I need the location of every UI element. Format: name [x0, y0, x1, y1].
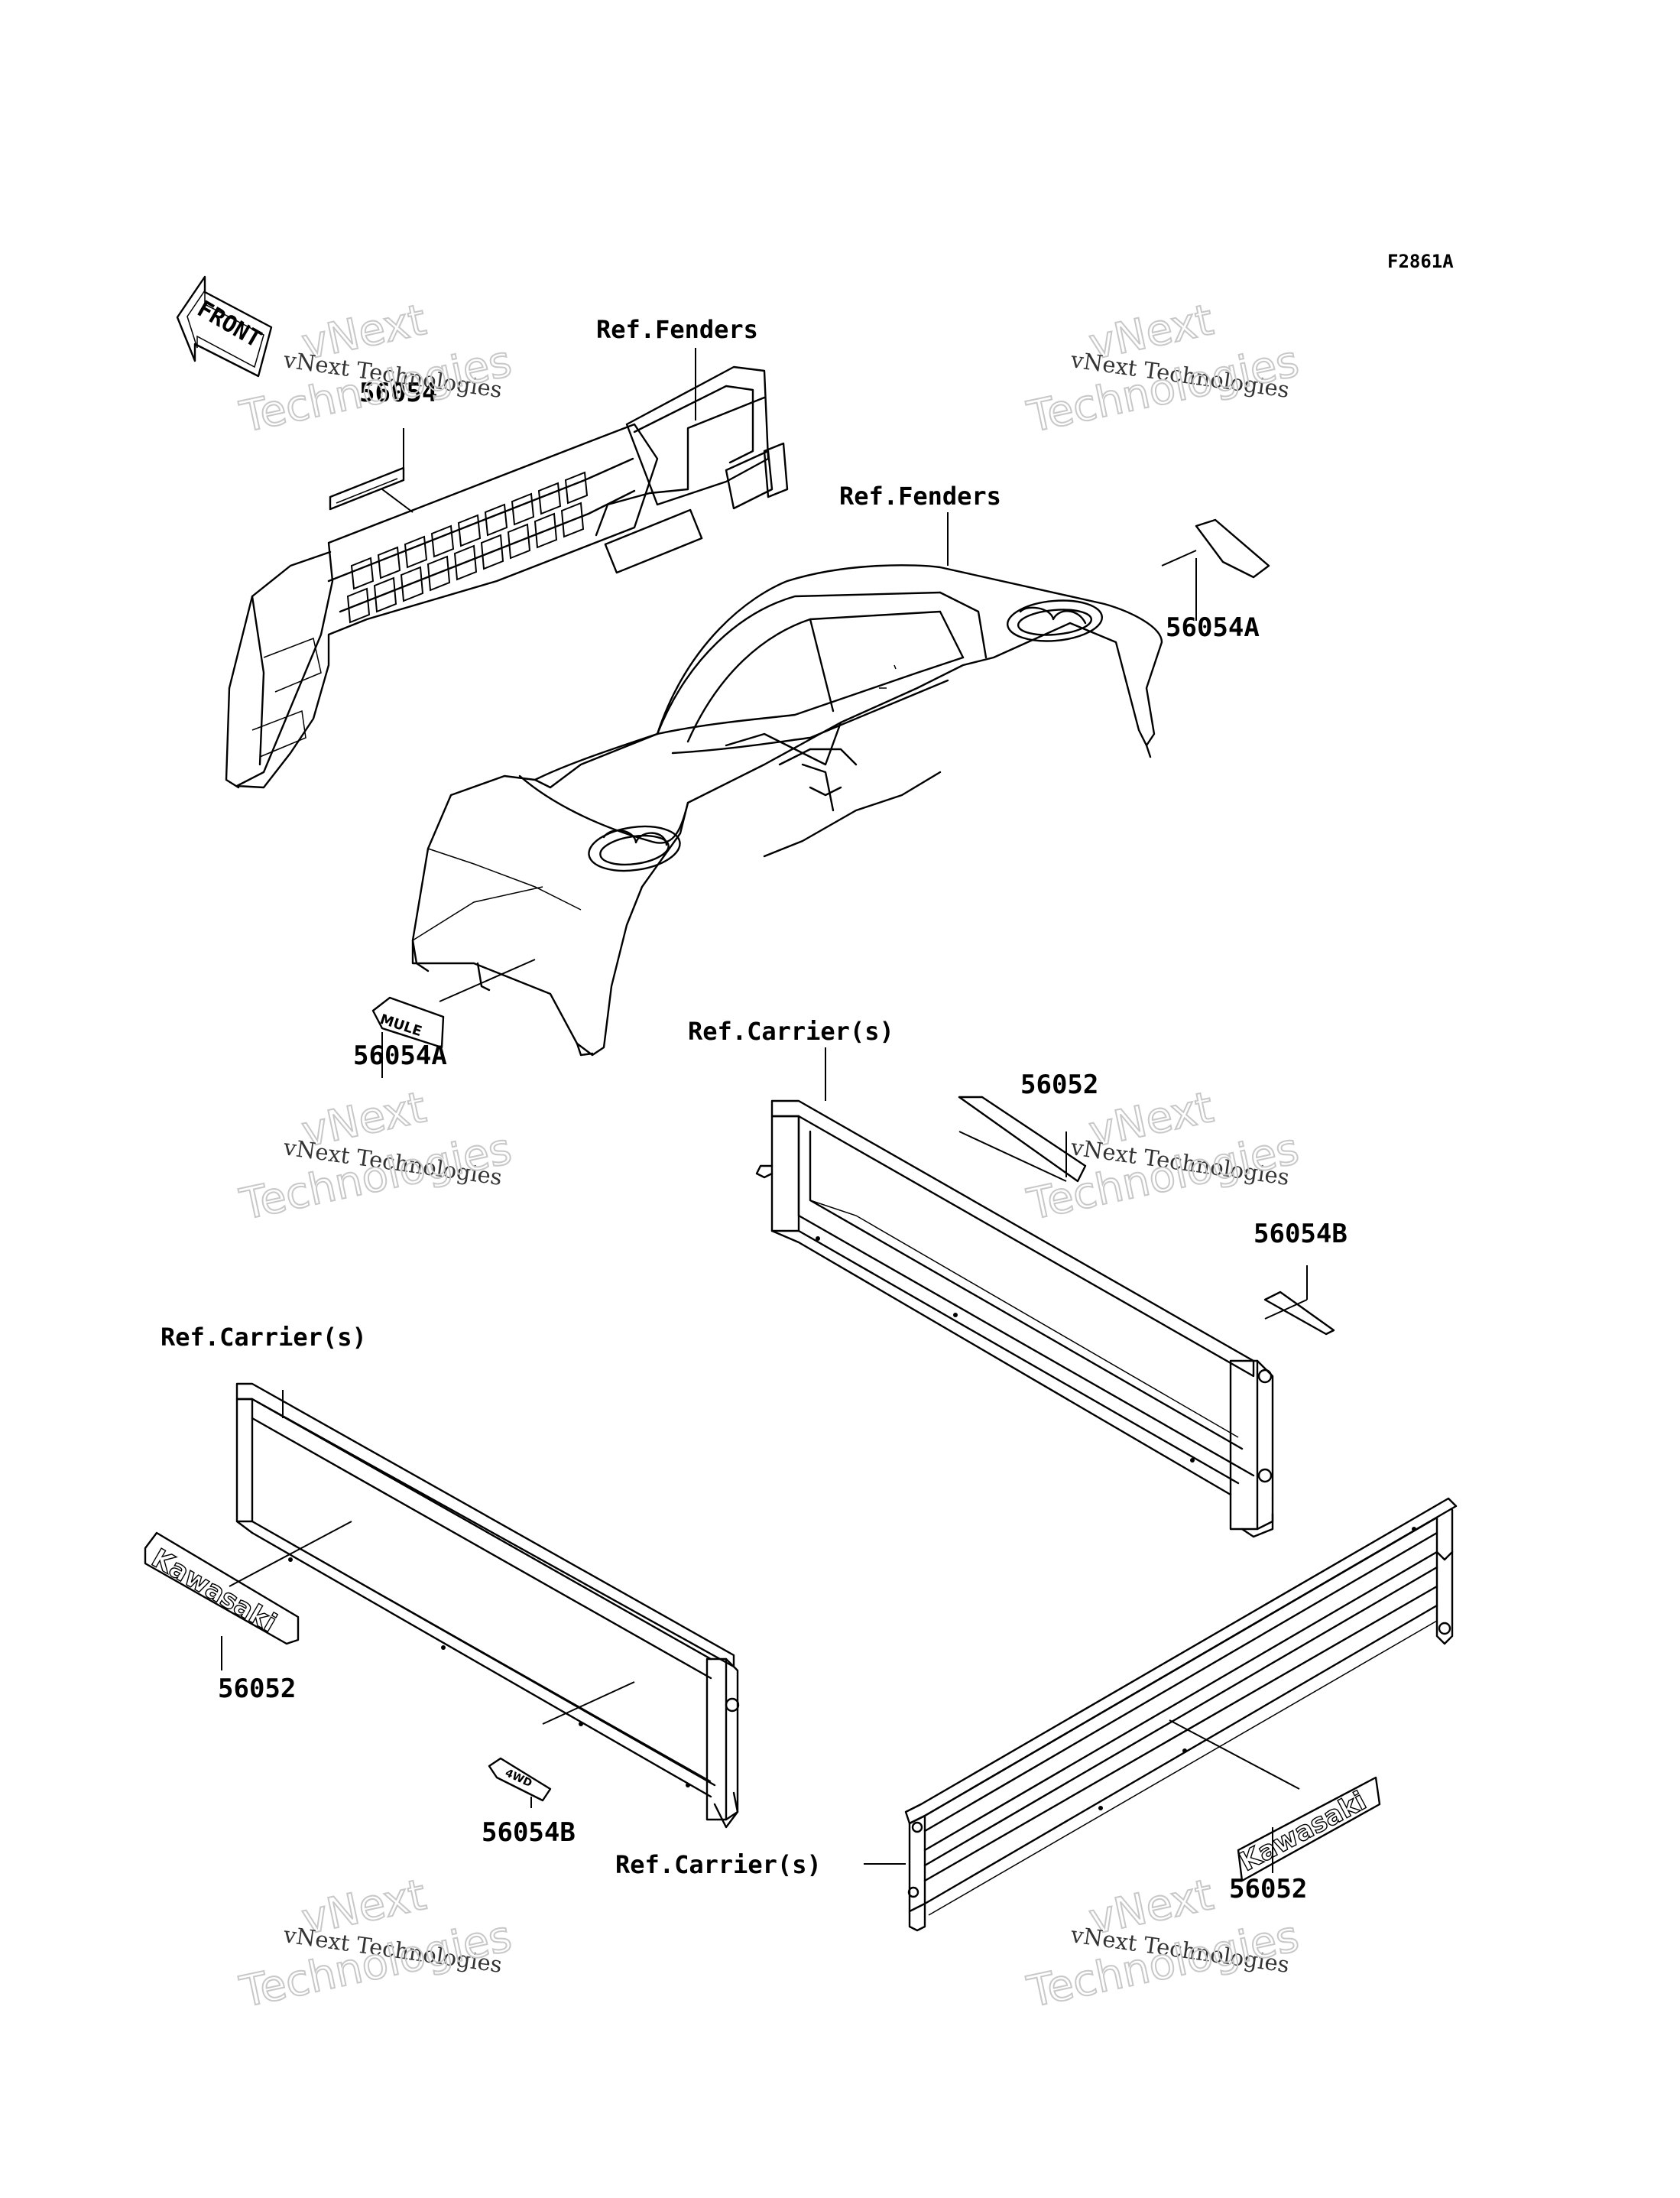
left-carrier-gate-drawing: [235, 1382, 740, 1829]
ref-carrier-right-label: Ref.Carrier(s): [615, 1850, 822, 1879]
figure-id: F2861A: [1387, 251, 1454, 272]
part-56054-label: 56054: [359, 378, 437, 408]
front-panel-drawing: [225, 365, 789, 789]
labels: Ref.Fenders Ref.Fenders Ref.Carrier(s) R…: [161, 315, 1348, 1904]
mule-decal: MULE: [371, 996, 445, 1049]
kawasaki-decal-left-text: Kawasaki: [147, 1543, 282, 1638]
decal-56054-drawing: [329, 466, 405, 511]
decal-56054a-right-drawing: [1195, 518, 1270, 579]
ref-carrier-left-label: Ref.Carrier(s): [161, 1323, 367, 1352]
watermark-5: vNext vNext Technologies Technologies: [235, 1869, 516, 2018]
kawasaki-decal-right-text: Kawasaki: [1234, 1786, 1371, 1878]
part-56052-right-label: 56052: [1229, 1874, 1307, 1904]
ref-carrier-upper-label: Ref.Carrier(s): [688, 1017, 894, 1046]
ref-fenders-mid-label: Ref.Fenders: [839, 482, 1001, 511]
part-56052-upper-label: 56052: [1020, 1070, 1098, 1100]
fourwd-decal: 4WD: [488, 1757, 552, 1802]
decal-56054b-upper-drawing: [1263, 1291, 1335, 1336]
leader-lines: [221, 348, 1308, 1873]
part-56054b-upper-label: 56054B: [1254, 1219, 1348, 1249]
front-arrow-icon: FRONT: [176, 275, 273, 378]
watermark-1: vNext vNext Technologies Technologies: [235, 294, 516, 443]
kawasaki-decal-left: Kawasaki: [144, 1531, 300, 1645]
watermark-2: vNext vNext Technologies Technologies: [1022, 294, 1303, 443]
right-carrier-gate-drawing: [904, 1497, 1458, 1932]
upper-carrier-gate-drawing: [755, 1099, 1274, 1538]
part-56054a-right-label: 56054A: [1166, 612, 1260, 643]
part-56052-left-label: 56052: [218, 1674, 296, 1704]
part-56054b-lower-label: 56054B: [482, 1817, 576, 1848]
decal-56052-upper-drawing: [958, 1096, 1087, 1183]
ref-fenders-top-label: Ref.Fenders: [596, 315, 758, 344]
watermark-3: vNext vNext Technologies Technologies: [235, 1082, 516, 1231]
fender-body-drawing: [411, 564, 1163, 1057]
kawasaki-decal-right: Kawasaki: [1234, 1776, 1381, 1882]
part-56054a-left-label: 56054A: [353, 1041, 447, 1071]
